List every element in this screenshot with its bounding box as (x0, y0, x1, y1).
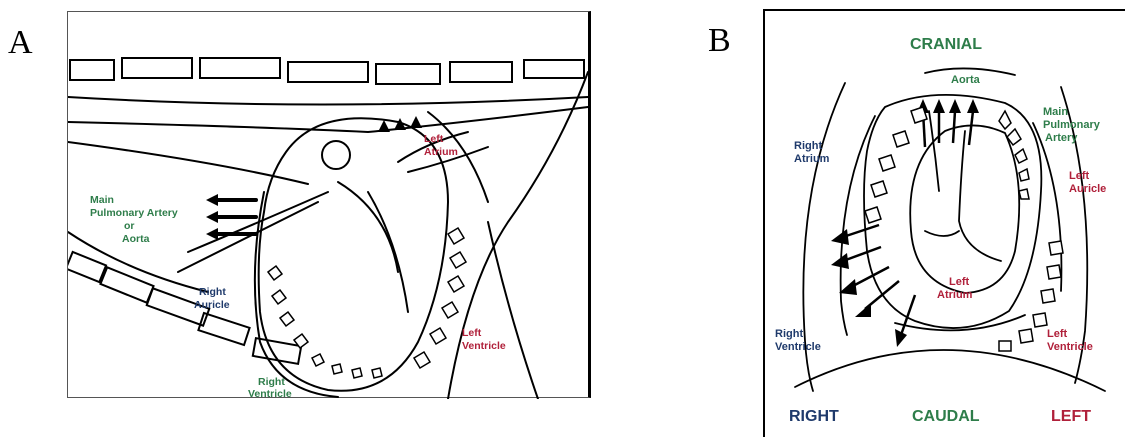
label-a-right-ventricle-1: Right (258, 376, 285, 388)
label-b-right-atrium-1: Right (794, 140, 822, 152)
label-b-main-pa-1: Main (1043, 106, 1068, 118)
label-b-main-pa-2: Pulmonary (1043, 119, 1101, 131)
panel-b-letter: B (708, 22, 731, 60)
label-a-right-auricle-1: Right (199, 286, 226, 298)
panel-b-figure: CRANIAL Aorta Main Pulmonary Artery Righ… (763, 9, 1125, 437)
label-b-aorta: Aorta (951, 74, 981, 86)
label-a-left-ventricle-1: Left (462, 327, 482, 339)
label-a-main-pa-1: Main (90, 194, 114, 206)
label-b-right-ventricle-1: Right (775, 328, 803, 340)
label-a-right-auricle-2: Auricle (194, 299, 230, 311)
label-a-left-atrium-1: Left (424, 133, 444, 145)
label-a-main-pa-4: Aorta (122, 233, 150, 245)
panel-a-letter: A (8, 24, 33, 62)
label-a-main-pa-3: or (124, 220, 135, 232)
label-b-cranial: CRANIAL (910, 36, 982, 53)
label-b-right: RIGHT (789, 408, 839, 425)
panel-b-diagram: CRANIAL Aorta Main Pulmonary Artery Righ… (765, 11, 1125, 437)
label-a-main-pa-2: Pulmonary Artery (90, 207, 178, 219)
label-b-left-ventricle-2: Ventricle (1047, 341, 1093, 353)
label-b-caudal: CAUDAL (912, 408, 980, 425)
label-b-left-auricle-2: Auricle (1069, 183, 1106, 195)
label-a-left-atrium-2: Atrium (424, 146, 458, 158)
label-b-left-auricle-1: Left (1069, 170, 1090, 182)
label-b-right-atrium-2: Atrium (794, 153, 830, 165)
label-a-right-ventricle-2: Ventricle (248, 388, 292, 399)
label-b-left-atrium-1: Left (949, 276, 970, 288)
panel-a-diagram: Main Pulmonary Artery or Aorta Left Atri… (68, 12, 592, 399)
label-a-left-ventricle-2: Ventricle (462, 340, 506, 352)
label-b-right-ventricle-2: Ventricle (775, 341, 821, 353)
panel-a-figure: Main Pulmonary Artery or Aorta Left Atri… (67, 11, 591, 398)
label-b-left-ventricle-1: Left (1047, 328, 1068, 340)
label-b-left: LEFT (1051, 408, 1091, 425)
label-b-left-atrium-2: Atrium (937, 289, 973, 301)
label-b-main-pa-3: Artery (1045, 132, 1078, 144)
